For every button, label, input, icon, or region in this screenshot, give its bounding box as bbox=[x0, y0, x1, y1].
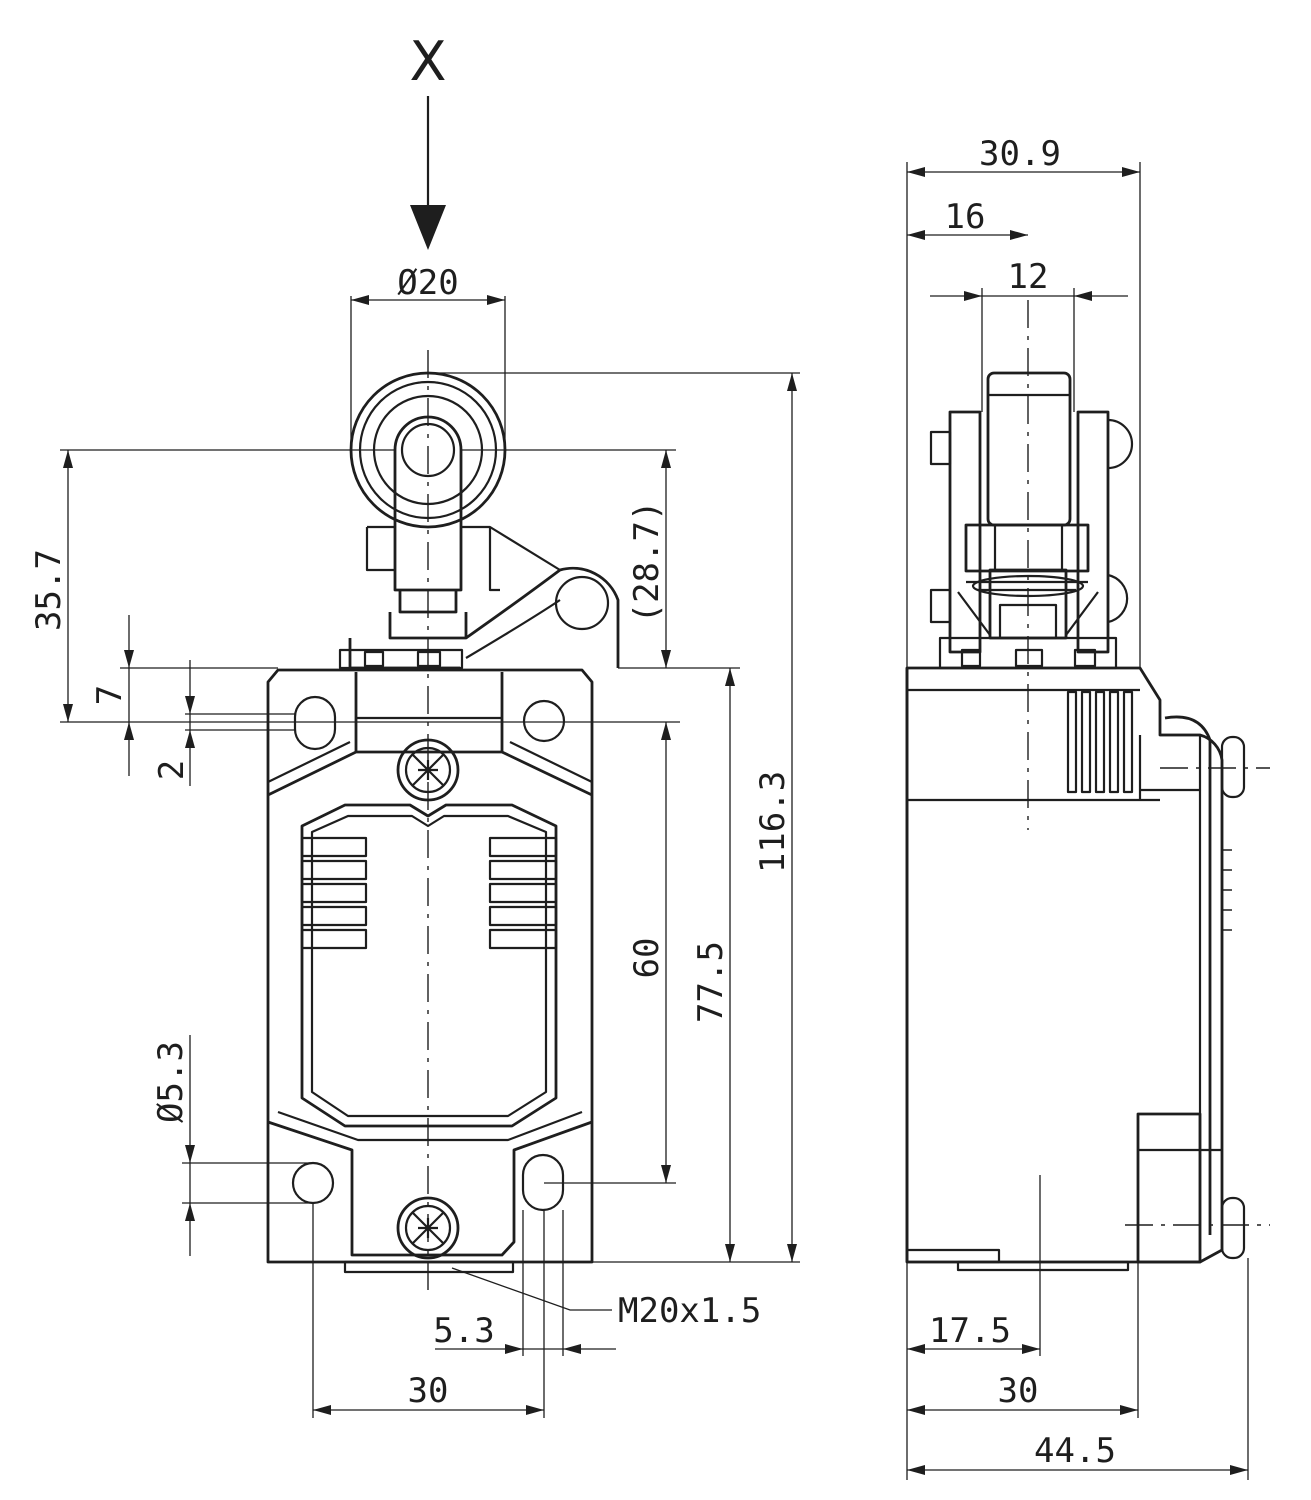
dim-mounting-step: 2 bbox=[152, 760, 192, 780]
side-view bbox=[905, 300, 1270, 1356]
dim-slot-width: 5.3 bbox=[433, 1311, 494, 1351]
label-cable-entry: M20x1.5 bbox=[618, 1291, 761, 1331]
vent-slots-left bbox=[300, 836, 368, 950]
side-roller bbox=[986, 371, 1072, 527]
dim-roller-width: 12 bbox=[1008, 257, 1049, 297]
dim-overall-height: 116.3 bbox=[753, 771, 793, 873]
side-cooling-fins bbox=[1066, 690, 1134, 794]
dim-lever-offset: 35.7 bbox=[29, 549, 69, 631]
front-dimensions: Ø20 35.7 (28.7) 7 2 116.3 bbox=[29, 263, 800, 1418]
dim-roller-diameter: Ø20 bbox=[397, 263, 458, 303]
dim-body-height: 77.5 bbox=[691, 941, 731, 1023]
dim-overall-depth: 44.5 bbox=[1034, 1431, 1116, 1471]
front-view bbox=[266, 350, 620, 1290]
dim-conduit-offset: 17.5 bbox=[929, 1311, 1011, 1351]
view-direction-arrow: X bbox=[410, 30, 447, 250]
dim-hole-diameter: Ø5.3 bbox=[151, 1041, 191, 1123]
dim-pivot-height: (28.7) bbox=[627, 501, 667, 624]
side-housing bbox=[905, 666, 1246, 1272]
dim-hole-spacing-vertical: 60 bbox=[627, 938, 667, 979]
lever-arm bbox=[365, 415, 561, 592]
side-dimensions: 30.9 16 12 17.5 30 44.5 bbox=[906, 134, 1249, 1480]
vent-slots-right bbox=[488, 836, 558, 950]
dim-roller-offset: 16 bbox=[945, 197, 986, 237]
dim-body-depth: 30 bbox=[998, 1371, 1039, 1411]
dim-hole-spacing-horizontal: 30 bbox=[408, 1371, 449, 1411]
side-lever-fork bbox=[929, 410, 1134, 670]
view-label: X bbox=[410, 30, 447, 93]
dim-total-width-top: 30.9 bbox=[979, 134, 1061, 174]
dim-mounting-offset: 7 bbox=[90, 685, 130, 705]
pivot-mechanism bbox=[338, 566, 620, 670]
switch-housing bbox=[266, 668, 594, 1274]
